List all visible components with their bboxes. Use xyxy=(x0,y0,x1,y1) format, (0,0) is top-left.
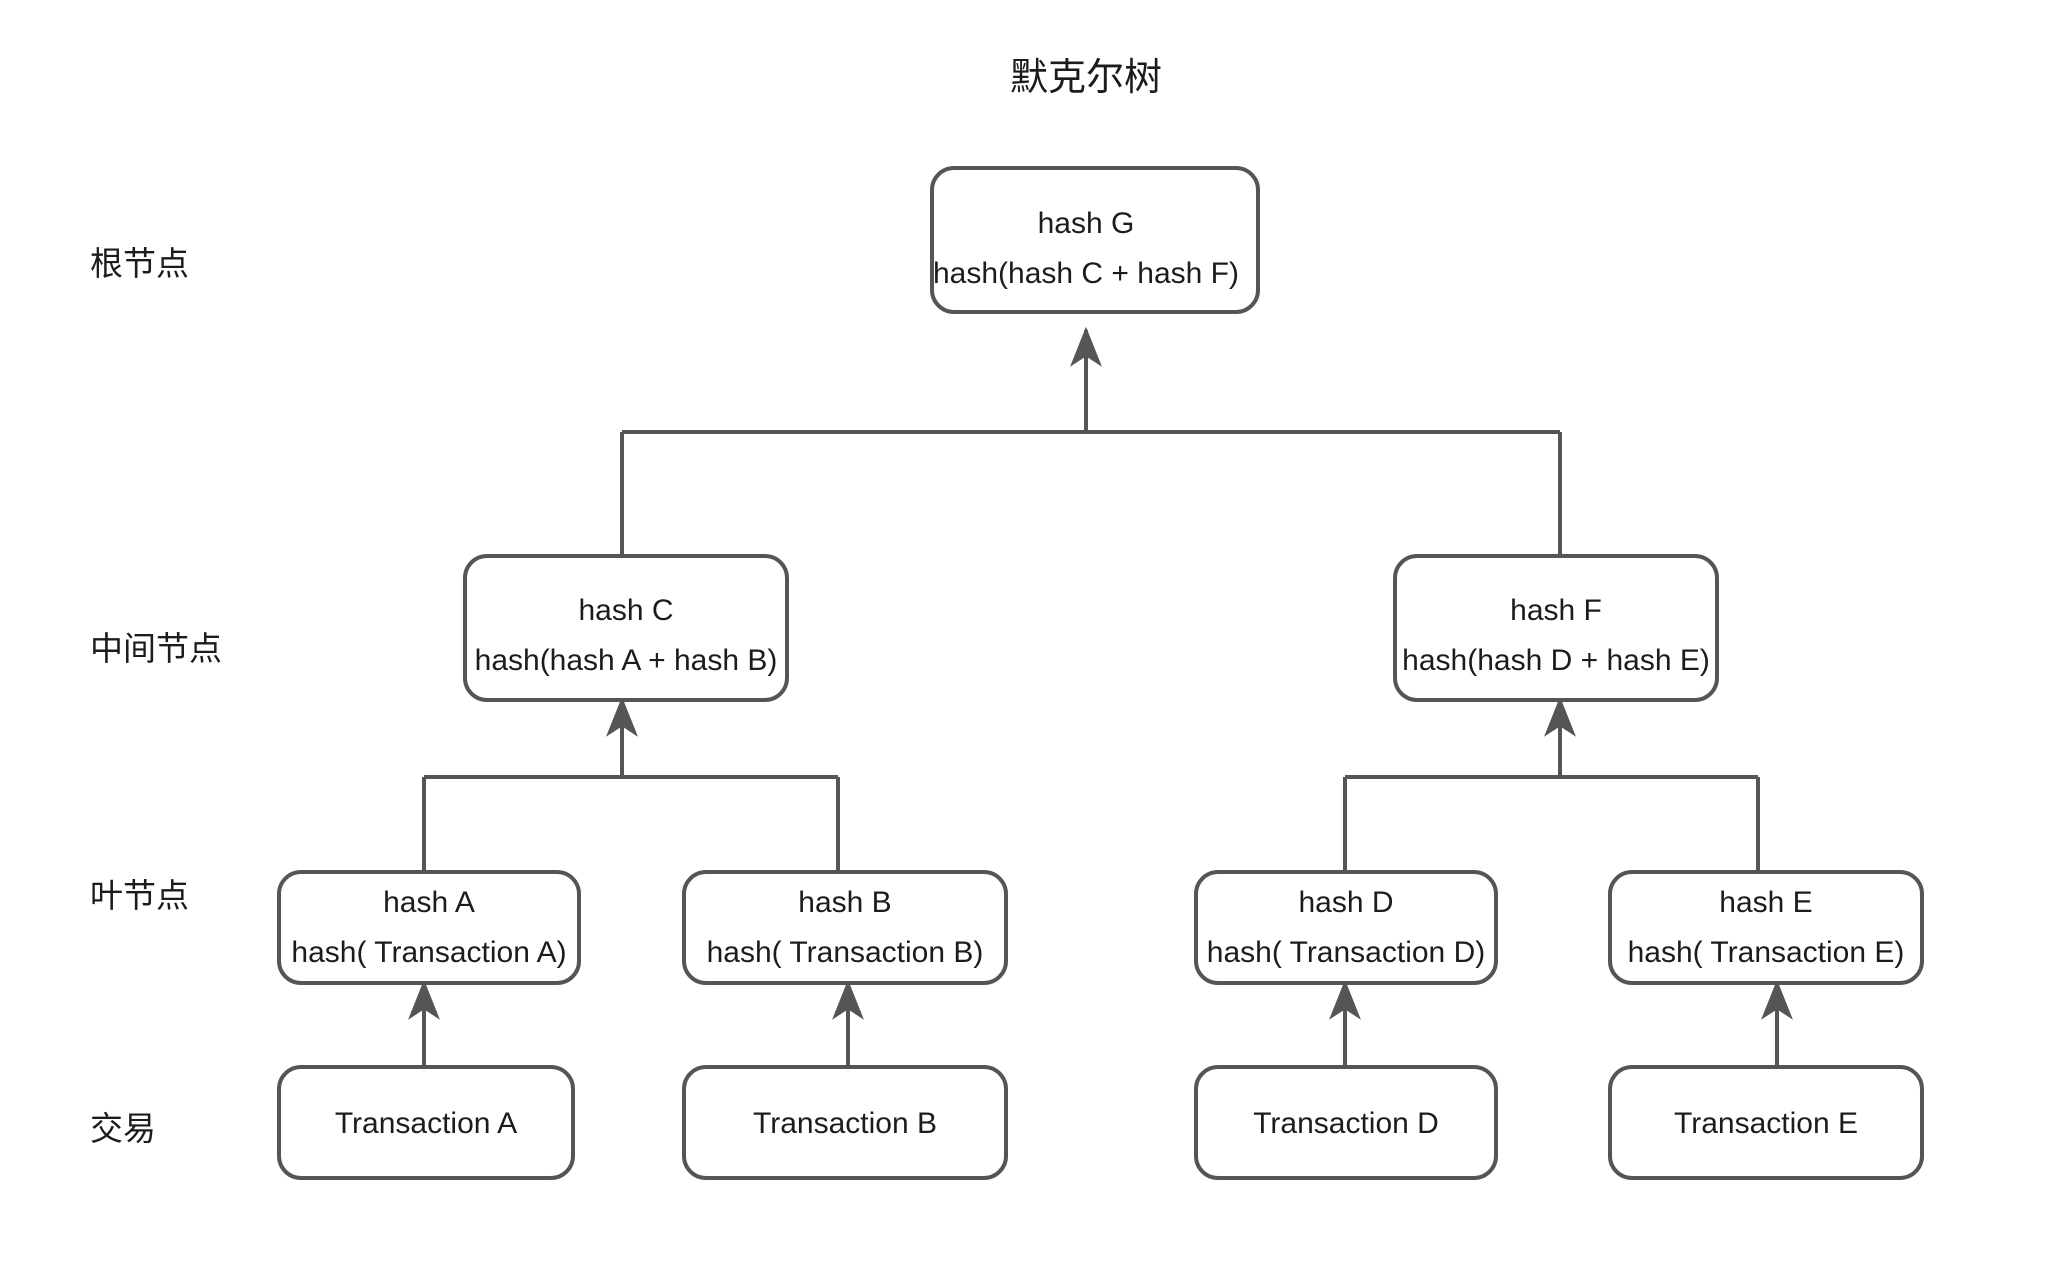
node-hash-g-box[interactable] xyxy=(930,166,1260,314)
node-hash-c[interactable]: hash C hash(hash A + hash B) xyxy=(463,554,789,702)
node-transaction-b-label: Transaction B xyxy=(753,1107,937,1140)
row-label-leaf: 叶节点 xyxy=(90,877,189,914)
row-label-intermediate: 中间节点 xyxy=(90,630,222,667)
node-transaction-d-box[interactable] xyxy=(1194,1065,1498,1180)
node-transaction-b-box[interactable] xyxy=(682,1065,1008,1180)
node-hash-b-line1: hash B xyxy=(798,886,891,919)
node-hash-c-box[interactable] xyxy=(463,554,789,702)
node-transaction-a[interactable]: Transaction A xyxy=(277,1065,575,1180)
node-hash-f-line2: hash(hash D + hash E) xyxy=(1402,644,1710,677)
page-title: 默克尔树 xyxy=(1010,57,1162,99)
node-hash-g[interactable]: hash G hash(hash C + hash F) xyxy=(930,166,1260,314)
node-hash-a-box[interactable] xyxy=(277,870,581,985)
node-hash-d-box[interactable] xyxy=(1194,870,1498,985)
node-transaction-b[interactable]: Transaction B xyxy=(682,1065,1008,1180)
node-hash-d-line1: hash D xyxy=(1298,886,1393,919)
node-transaction-d[interactable]: Transaction D xyxy=(1194,1065,1498,1180)
row-label-root: 根节点 xyxy=(90,245,189,282)
node-hash-f-line1: hash F xyxy=(1510,594,1602,627)
node-hash-a[interactable]: hash A hash( Transaction A) xyxy=(277,870,581,985)
connector-hashc-bus xyxy=(422,696,840,872)
node-hash-e-line1: hash E xyxy=(1719,886,1812,919)
node-hash-a-line1: hash A xyxy=(383,886,475,919)
node-transaction-e-label: Transaction E xyxy=(1674,1107,1858,1140)
node-hash-f-box[interactable] xyxy=(1393,554,1719,702)
node-hash-b-line2: hash( Transaction B) xyxy=(707,936,984,969)
node-hash-g-line2: hash(hash C + hash F) xyxy=(933,257,1239,290)
connector-hashf-bus xyxy=(1343,696,1760,872)
connector-root-bus xyxy=(620,326,1562,556)
connector-transactions xyxy=(408,979,1793,1067)
node-transaction-a-box[interactable] xyxy=(277,1065,575,1180)
node-hash-a-line2: hash( Transaction A) xyxy=(291,936,566,969)
row-label-transaction: 交易 xyxy=(90,1110,156,1147)
node-hash-c-line1: hash C xyxy=(578,594,673,627)
node-transaction-d-label: Transaction D xyxy=(1253,1107,1439,1140)
node-hash-f[interactable]: hash F hash(hash D + hash E) xyxy=(1393,554,1719,702)
node-transaction-e[interactable]: Transaction E xyxy=(1608,1065,1924,1180)
node-transaction-a-label: Transaction A xyxy=(335,1107,517,1140)
node-hash-e[interactable]: hash E hash( Transaction E) xyxy=(1608,870,1924,985)
node-hash-d-line2: hash( Transaction D) xyxy=(1207,936,1485,969)
node-hash-b-box[interactable] xyxy=(682,870,1008,985)
node-hash-e-line2: hash( Transaction E) xyxy=(1628,936,1905,969)
node-hash-e-box[interactable] xyxy=(1608,870,1924,985)
node-hash-b[interactable]: hash B hash( Transaction B) xyxy=(682,870,1008,985)
node-transaction-e-box[interactable] xyxy=(1608,1065,1924,1180)
node-hash-c-line2: hash(hash A + hash B) xyxy=(475,644,778,677)
node-hash-d[interactable]: hash D hash( Transaction D) xyxy=(1194,870,1498,985)
node-hash-g-line1: hash G xyxy=(1038,207,1135,240)
